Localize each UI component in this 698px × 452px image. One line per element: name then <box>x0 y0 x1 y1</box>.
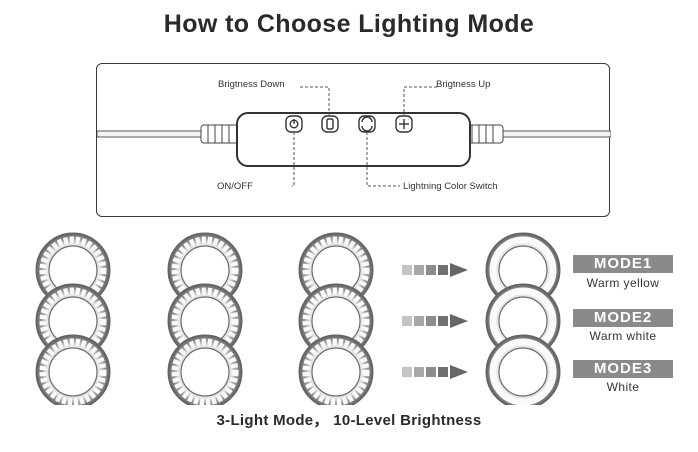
ring-light-r3-c2 <box>167 334 243 405</box>
page-title: How to Choose Lighting Mode <box>163 10 535 38</box>
callout-on-off: ON/OFF <box>217 181 253 192</box>
mode3-arrow <box>402 365 468 379</box>
mode3-badge: MODE3 <box>573 360 673 378</box>
callout-brightness-up: Brigtness Up <box>436 79 491 90</box>
strain-relief-left <box>200 124 242 144</box>
leader-color-switch <box>366 132 400 187</box>
power-button <box>285 115 303 133</box>
inline-controller-illustration <box>97 86 611 187</box>
ring-light-r3-c3 <box>298 334 374 405</box>
mode3-label: White <box>606 380 640 394</box>
mode2-badge: MODE2 <box>573 309 673 327</box>
controller-body <box>236 112 471 167</box>
ring-light-r3-c4 <box>485 334 561 405</box>
mode1-label: Warm yellow <box>586 276 660 290</box>
leader-brightness-down <box>300 86 330 116</box>
mode1-arrow <box>402 263 468 277</box>
ring-light-grid <box>35 232 561 405</box>
color-switch-button <box>358 115 376 133</box>
mode2-arrow <box>402 314 468 328</box>
brightness-down-button <box>321 115 339 133</box>
footer-caption: 3-Light Mode， 10-Level Brightness <box>216 412 482 429</box>
leader-on-off <box>292 132 295 187</box>
cable-right <box>494 130 611 138</box>
leader-brightness-up <box>403 86 437 116</box>
mode2-label: Warm white <box>589 329 657 343</box>
strain-relief-right <box>464 124 504 144</box>
ring-light-r3-c1 <box>35 334 111 405</box>
minus-icon <box>326 118 334 130</box>
brightness-up-button <box>395 115 413 133</box>
cable-left <box>97 130 210 138</box>
cycle-icon <box>361 116 373 132</box>
callout-brightness-down: Brigtness Down <box>218 79 285 90</box>
controller-panel: Brigtness Down Brigtness Up ON/OFF Light… <box>96 63 611 217</box>
mode1-badge: MODE1 <box>573 255 673 273</box>
callout-color-switch: Lightning Color Switch <box>403 181 498 192</box>
